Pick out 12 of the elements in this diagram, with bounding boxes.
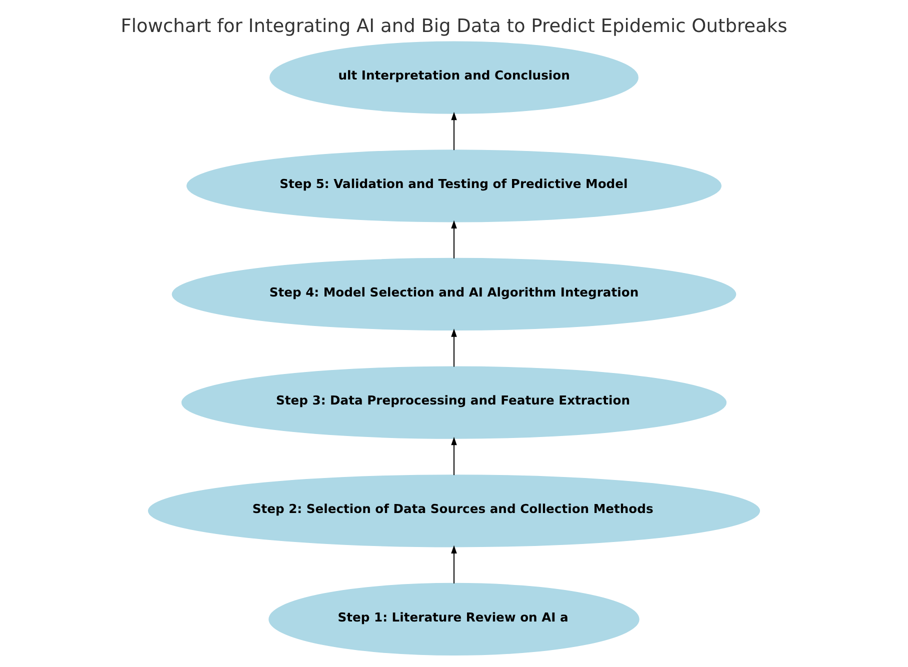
- node-ellipse: Step 2: Selection of Data Sources and Collection Methods: [148, 474, 760, 547]
- node-ellipse: Step 3: Data Preprocessing and Feature Extraction: [181, 366, 727, 438]
- node-ellipse: Step 5: Validation and Testing of Predictive Model: [186, 149, 722, 222]
- node-ellipse: Step 1: Literature Review on AI a: [268, 582, 640, 656]
- arrow: [451, 328, 457, 366]
- arrow: [451, 111, 457, 150]
- arrow: [451, 436, 457, 475]
- node-ellipse: Step 4: Model Selection and AI Algorithm Integration: [172, 257, 736, 330]
- node-ellipse: ult Interpretation and Conclusion: [270, 40, 638, 114]
- arrow: [451, 544, 457, 583]
- diagram-title: Flowchart for Integrating AI and Big Data to Predict Epidemic Outbreaks: [120, 16, 788, 37]
- arrow: [451, 220, 457, 258]
